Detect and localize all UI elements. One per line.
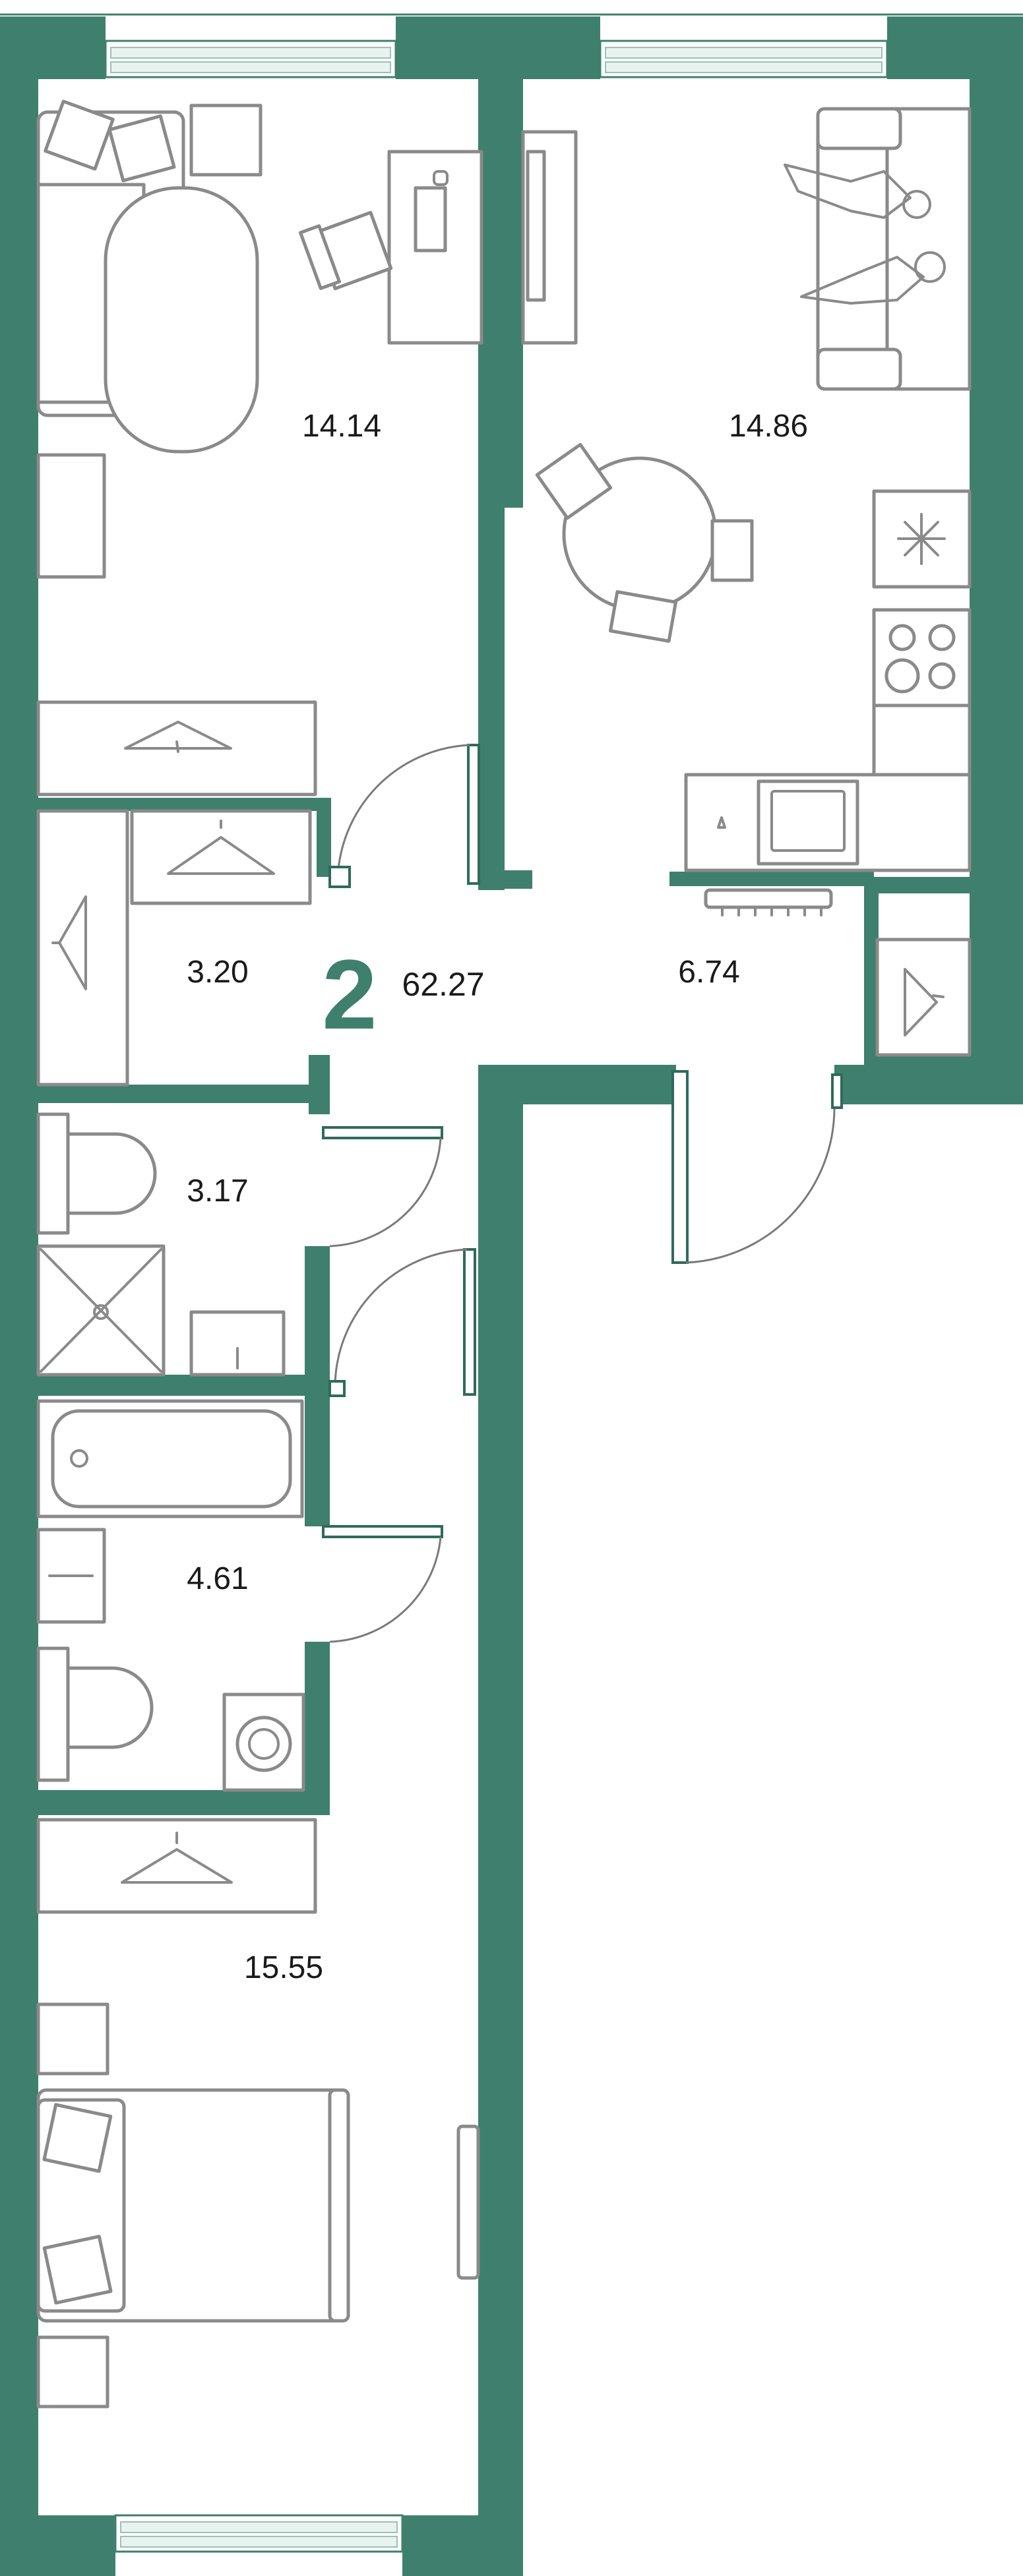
wardrobe-living-icon [36, 700, 317, 796]
bedroom-wardrobe-icon [36, 1818, 317, 1914]
window-bottom [114, 2514, 404, 2553]
window-top-left [104, 40, 397, 78]
door-hall [328, 1248, 476, 1397]
bath-toilet-icon [36, 1646, 154, 1782]
total-area: 62.27 [402, 966, 484, 1003]
partition-wall-lower [478, 508, 505, 890]
kitchen-counter-icon [684, 704, 972, 872]
sink-icon [189, 1310, 286, 1377]
inner-right-wall [478, 1065, 523, 2576]
room-area-hallway: 6.74 [678, 955, 739, 990]
wardrobe-bottom-wall [38, 1085, 330, 1103]
wardrobe-top-wall [38, 798, 330, 811]
washing-machine-icon [222, 1692, 305, 1792]
kitchen-bottom-wall [669, 872, 874, 886]
room-labels: 14.14 14.86 3.20 6.74 3.17 4.61 15.55 2 … [187, 409, 808, 1985]
dresser-icon [36, 453, 106, 579]
wardrobe-bottom-jamb [309, 1055, 330, 1114]
desk-icon [387, 150, 483, 345]
room-area-living-room: 14.14 [302, 409, 381, 444]
bottom-wall-left [0, 2515, 115, 2576]
outer-left-wall [0, 16, 38, 2576]
closet-top-wall [864, 877, 1022, 893]
bottom-wall-right [402, 2515, 523, 2576]
doors [322, 744, 843, 1643]
desk-chair-icon [299, 210, 393, 291]
closet-left-wall [864, 877, 879, 1068]
door-bathroom [322, 1525, 443, 1643]
hall-closet-icon [875, 938, 972, 1057]
partition-stub [505, 870, 532, 889]
entrance-wall-right [834, 1065, 1023, 1104]
stove-icon [872, 608, 972, 707]
room-count-badge: 2 [322, 939, 377, 1050]
top-wall-left [0, 16, 106, 79]
shower-bath-wall [38, 1375, 330, 1396]
door-entrance [671, 1070, 843, 1264]
room-area-wardrobe: 3.20 [187, 955, 248, 990]
door-shower-room [322, 1126, 443, 1247]
fridge-icon [872, 489, 972, 589]
room-area-bathroom: 4.61 [187, 1561, 248, 1596]
armchair-icon [36, 100, 259, 454]
bathtub-icon [36, 1399, 304, 1518]
furniture [36, 100, 972, 2409]
door-living-room [328, 744, 480, 888]
partition-wall-upper [478, 73, 523, 508]
side-table-icon [189, 104, 263, 177]
nightstand-icon [36, 2002, 109, 2409]
tv-unit-icon [521, 130, 578, 345]
outer-right-wall [970, 16, 1023, 1104]
room-area-kitchen-living: 14.86 [729, 409, 808, 444]
bath-sink-icon [36, 1528, 106, 1624]
bathroom-bottom-wall [38, 1790, 330, 1815]
walls [0, 16, 1023, 2576]
shower-tray-icon [36, 1244, 166, 1377]
window-top-right [599, 40, 888, 78]
wardrobe-closet-icon [36, 809, 312, 1087]
dining-table-icon [535, 442, 754, 643]
room-area-bedroom: 15.55 [244, 1950, 323, 1985]
radiator-icon [704, 888, 833, 916]
wall-tv-icon [456, 2124, 480, 2280]
toilet-icon [36, 1112, 157, 1235]
room-area-shower-room: 3.17 [187, 1174, 248, 1209]
bed-icon [36, 2088, 350, 2323]
windows [0, 13, 1023, 2553]
sofa-icon [784, 107, 972, 391]
bath-right-wall-upper [305, 1375, 330, 1526]
top-wall-middle [396, 16, 600, 79]
shower-right-wall [305, 1246, 330, 1378]
bath-right-wall-lower [305, 1642, 330, 1803]
wardrobe-door-jamb [317, 798, 331, 877]
